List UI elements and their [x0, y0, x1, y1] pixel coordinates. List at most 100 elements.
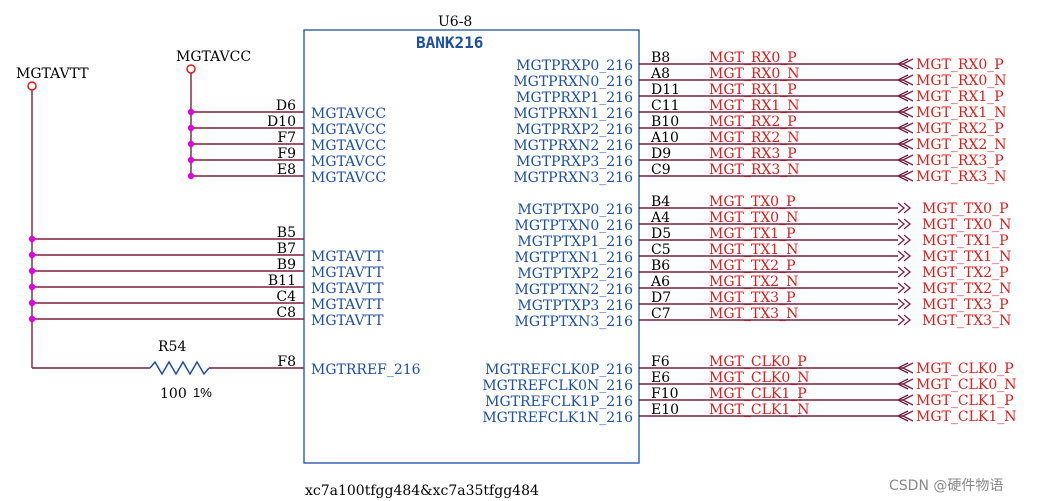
left-pin-number: C8 [276, 305, 296, 321]
right-pin-name: MGTPTXP0_216 [517, 202, 633, 218]
net-label: MGT_TX1_N [709, 242, 798, 258]
port-label: MGT_CLK0_N [916, 377, 1016, 393]
right-pin-name: MGTPTXN1_216 [515, 250, 634, 266]
port-label: MGT_CLK1_N [916, 409, 1016, 425]
right-pin-name: MGTPTXP3_216 [517, 298, 633, 314]
offpage-port-symbol [896, 106, 909, 118]
junction-dot [187, 124, 195, 132]
right-pin-name: MGTPTXN0_216 [515, 218, 634, 234]
net-label: MGT_TX0_N [709, 210, 798, 226]
resistor-ref: R54 [158, 339, 186, 355]
right-pin-number: D9 [651, 146, 671, 162]
right-pin-name: MGTPTXN2_216 [515, 282, 634, 298]
right-pin-name: MGTPTXN3_216 [515, 314, 634, 330]
offpage-port-symbol [897, 266, 906, 278]
mgtavcc-power-label: MGTAVCC [176, 49, 251, 65]
right-pin-name: MGTREFCLK1N_216 [482, 410, 633, 426]
port-label: MGT_RX0_P [916, 57, 1004, 73]
offpage-port-symbol [901, 170, 914, 182]
offpage-port-symbol [903, 314, 912, 326]
chip-ref: U6-8 [438, 14, 472, 30]
left-pin-name: MGTAVTT [311, 313, 384, 329]
right-pin-number: E10 [651, 402, 679, 418]
net-label: MGT_TX2_N [709, 274, 798, 290]
mgtavtt-power-symbol [27, 81, 37, 368]
port-label: MGT_TX0_P [922, 201, 1009, 217]
right-pin-name: MGTPRXN3_216 [513, 170, 633, 186]
junction-dot [28, 283, 36, 291]
left-pin-name: MGTAVTT [311, 281, 384, 297]
junction-dot [187, 156, 195, 164]
offpage-port-symbol [897, 282, 906, 294]
offpage-port-symbol [903, 218, 912, 230]
right-pin-number: D11 [651, 82, 680, 98]
left-pin-name: MGTAVCC [311, 170, 386, 186]
watermark: CSDN @硬件物语 [889, 478, 1003, 494]
offpage-port-symbol [901, 394, 914, 406]
net-label: MGT_RX3_N [709, 162, 800, 178]
net-label: MGT_RX2_P [709, 114, 797, 130]
net-label: MGT_RX0_N [709, 66, 800, 82]
left-pin-number: D6 [276, 98, 296, 114]
right-pin-name: MGTPRXN2_216 [513, 138, 633, 154]
left-pin-name: MGTRREF_216 [311, 362, 421, 378]
right-pin-name: MGTPRXN0_216 [513, 74, 633, 90]
net-label: MGT_TX3_N [709, 306, 798, 322]
port-label: MGT_RX1_P [916, 89, 1004, 105]
offpage-port-symbol [901, 122, 914, 134]
port-label: MGT_RX1_N [916, 105, 1007, 121]
junction-dot [28, 267, 36, 275]
net-label: MGT_CLK0_P [709, 354, 807, 370]
offpage-port-symbol [901, 58, 914, 70]
right-pin-number: C9 [651, 162, 671, 178]
junction-dot [187, 172, 195, 180]
right-pin-number: A10 [650, 130, 679, 146]
left-pin-number: D10 [267, 114, 296, 130]
right-pin-number: F10 [651, 386, 679, 402]
left-pin-name: MGTAVCC [311, 138, 386, 154]
junction-dot [28, 235, 36, 243]
right-pin-number: A4 [650, 210, 670, 226]
bank-title: BANK216 [416, 33, 483, 52]
net-label: MGT_RX1_N [709, 98, 800, 114]
junction-dot [28, 299, 36, 307]
net-label: MGT_TX1_P [709, 226, 796, 242]
right-pin-number: A8 [650, 66, 670, 82]
offpage-port-symbol [897, 314, 906, 326]
mgtavtt-power-label: MGTAVTT [16, 66, 89, 82]
net-label: MGT_RX2_N [709, 130, 800, 146]
right-pin-name: MGTPRXP3_216 [516, 154, 633, 170]
left-pin-number: B7 [277, 241, 296, 257]
offpage-port-symbol [903, 202, 912, 214]
right-pin-number: A6 [650, 274, 670, 290]
offpage-port-symbol [896, 154, 909, 166]
offpage-port-symbol [903, 250, 912, 262]
port-label: MGT_RX2_N [916, 137, 1007, 153]
offpage-port-symbol [903, 298, 912, 310]
right-pin-number: B8 [651, 50, 670, 66]
net-label: MGT_RX3_P [709, 146, 797, 162]
chip-body [303, 29, 640, 464]
offpage-port-symbol [896, 74, 909, 86]
port-label: MGT_TX3_N [922, 313, 1011, 329]
right-pin-name: MGTREFCLK0N_216 [482, 378, 633, 394]
port-label: MGT_TX2_N [922, 281, 1011, 297]
offpage-port-symbol [896, 394, 909, 406]
right-pin-number: B6 [651, 258, 670, 274]
net-label: MGT_CLK0_N [709, 370, 809, 386]
right-pin-name: MGTREFCLK0P_216 [485, 362, 633, 378]
port-label: MGT_TX1_P [922, 233, 1009, 249]
right-pin-name: MGTPRXP2_216 [516, 122, 633, 138]
right-pin-name: MGTPTXP1_216 [517, 234, 633, 250]
resistor-r54 [32, 360, 304, 376]
offpage-port-symbol [901, 90, 914, 102]
part-number: xc7a100tfgg484&xc7a35tfgg484 [305, 483, 539, 499]
offpage-port-symbol [896, 122, 909, 134]
right-pin-number: B4 [651, 194, 670, 210]
left-pin-number: F9 [277, 146, 296, 162]
right-pin-name: MGTREFCLK1P_216 [485, 394, 633, 410]
port-label: MGT_TX2_P [922, 265, 1009, 281]
net-label: MGT_RX1_P [709, 82, 797, 98]
offpage-port-symbol [901, 378, 914, 390]
